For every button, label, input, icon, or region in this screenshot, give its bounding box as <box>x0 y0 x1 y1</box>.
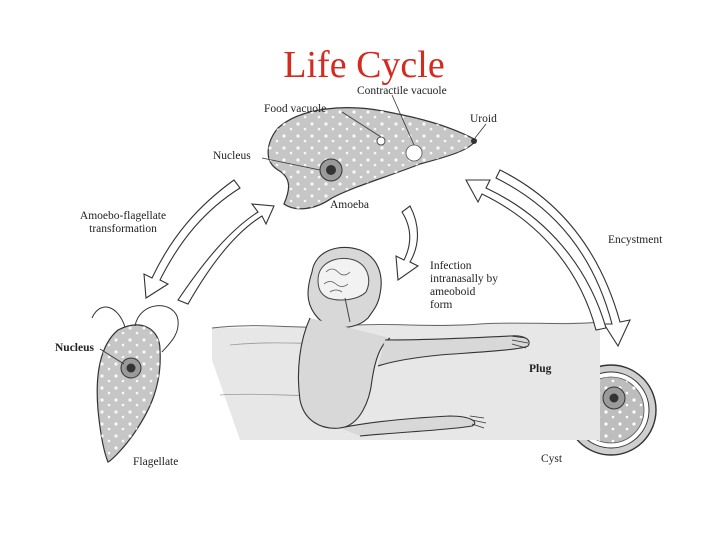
arrow-cyst-to-amoeba <box>465 179 607 331</box>
label-encystment: Encystment <box>608 234 663 246</box>
flagellate-cell <box>91 305 179 463</box>
label-cyst: Cyst <box>541 453 563 465</box>
arrow-amoeba-to-cyst <box>495 169 631 348</box>
contractile-vacuole <box>405 144 423 162</box>
label-infection-line3: ameoboid <box>430 286 476 298</box>
label-amoeba: Amoeba <box>330 199 369 211</box>
food-vacuole <box>376 136 386 146</box>
amoeba-cell <box>261 94 487 210</box>
cycle-arrows <box>143 169 631 348</box>
arrow-amoeba-to-human <box>395 205 420 281</box>
uroid <box>471 138 477 144</box>
label-flagellate: Flagellate <box>133 456 179 468</box>
label-uroid: Uroid <box>470 113 497 125</box>
label-amoebo-flagellate: Amoebo-flagellate transformation <box>58 210 188 236</box>
label-infection: Infection intranasally by ameoboid form <box>430 260 498 312</box>
label-infection-line2: intranasally by <box>430 273 499 285</box>
label-plug: Plug <box>529 363 552 375</box>
label-amoebo-flagellate-line2: transformation <box>89 223 157 235</box>
label-amoebo-flagellate-line1: Amoebo-flagellate <box>79 210 167 222</box>
label-nucleus-flagellate: Nucleus <box>55 342 94 354</box>
label-contractile-vacuole: Contractile vacuole <box>357 85 447 97</box>
arrow-amoeba-to-flagellate <box>143 179 241 299</box>
swimmer-illustration <box>211 246 601 440</box>
label-food-vacuole: Food vacuole <box>264 103 327 115</box>
label-nucleus-amoeba: Nucleus <box>213 150 251 162</box>
arrow-flagellate-to-amoeba <box>177 203 275 305</box>
label-infection-line4: form <box>430 299 453 311</box>
diagram-title: Life Cycle <box>283 44 445 86</box>
label-infection-line1: Infection <box>430 260 472 272</box>
